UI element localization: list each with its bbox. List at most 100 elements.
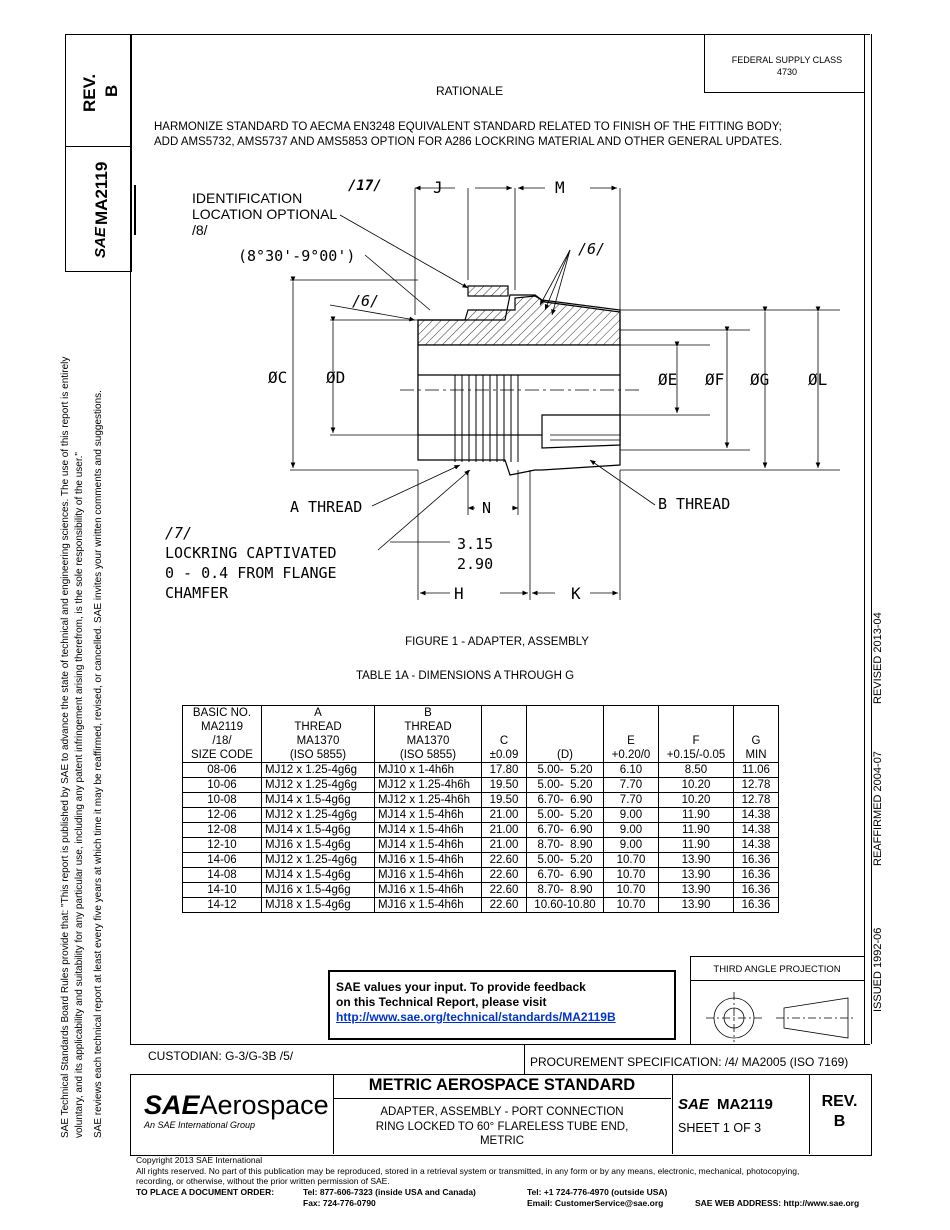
table-cell: 14-10 [182,882,262,898]
rationale-title: RATIONALE [436,84,504,98]
flange-dims: 3.15 2.90 [457,534,493,574]
feedback-box: SAE values your input. To provide feedba… [328,970,676,1040]
revised-date: REVISED 2013-04 [872,612,884,704]
table-cell: 10.20 [658,792,734,808]
dim-2-90: 2.90 [457,555,494,573]
dia-f: ØF [705,370,725,389]
side-mark-bar [134,185,136,235]
table-cell: 10.70 [603,852,659,868]
dim-3-15: 3.15 [457,535,494,553]
feedback-link[interactable]: http://www.sae.org/technical/standards/M… [336,1010,616,1024]
rights-line-1: All rights reserved. No part of this pub… [136,1165,800,1176]
dim-n: N [482,499,492,517]
title-rev: REV. B [809,1092,870,1132]
table-cell: MJ14 x 1.5-4h6h [374,807,482,823]
document-description: ADAPTER, ASSEMBLY - PORT CONNECTION RING… [333,1105,671,1149]
table-cell: 8.70- 8.90 [526,882,604,898]
table-cell: 9.00 [603,837,659,853]
description-line-3: METRIC [479,1135,525,1147]
title-block-center [333,1074,673,1154]
table-cell: MJ18 x 1.5-4g6g [261,897,375,913]
table-cell: 08-06 [182,762,262,778]
table-cell: 22.60 [481,882,527,898]
table-cell: MJ12 x 1.25-4h6h [374,777,482,793]
sheet-number: SHEET 1 OF 3 [678,1121,762,1135]
rights-line-2: recording, or otherwise, without the pri… [136,1176,390,1186]
projection-symbol [706,992,856,1042]
side-block-divider [65,146,130,147]
b-thread-label: B THREAD [658,495,731,513]
title-divider [333,1098,671,1099]
table-cell: 14-08 [182,867,262,883]
col-f: F+0.15/-0.05 [658,705,734,763]
review-notice: SAE reviews each technical report at lea… [93,390,104,1138]
table-cell: 5.00- 5.20 [526,852,604,868]
table-cell: 10.70 [603,867,659,883]
procurement-spec: PROCUREMENT SPECIFICATION: /4/ MA2005 (I… [530,1055,849,1069]
logo-aerospace: Aerospace [199,1090,329,1120]
title-sae-mark: SAE [678,1096,709,1113]
dia-c: ØC [268,368,288,387]
table-cell: 9.00 [603,822,659,838]
table-cell: 10.20 [658,777,734,793]
standard-title: METRIC AEROSPACE STANDARD [368,1076,636,1094]
table-cell: 12-10 [182,837,262,853]
table-cell: MJ12 x 1.25-4g6g [261,777,375,793]
table-cell: 14-06 [182,852,262,868]
custodian-top-border [130,1044,870,1045]
supply-class: FEDERAL SUPPLY CLASS 4730 [704,54,870,78]
table-cell: 8.50 [658,762,734,778]
lockring-line-2: 0 - 0.4 FROM FLANGE [165,564,337,582]
side-sae-logo: SAE [92,227,109,258]
table-cell: 11.90 [658,807,734,823]
table-cell: 10-08 [182,792,262,808]
table-cell: MJ10 x 1-4h6h [374,762,482,778]
table-cell: 13.90 [658,852,734,868]
dia-l: ØL [808,370,828,389]
title-doc-number: MA2119 [717,1096,773,1113]
table-cell: MJ16 x 1.5-4g6g [261,837,375,853]
copyright: Copyright 2013 SAE International [136,1155,263,1165]
table-cell: MJ12 x 1.25-4g6g [261,852,375,868]
supply-class-value: 4730 [776,67,798,77]
table-cell: MJ12 x 1.25-4g6g [261,807,375,823]
note-6-right: /6/ [578,240,606,258]
adapter-assembly-drawing [290,185,840,600]
table-cell: 12-06 [182,807,262,823]
table-cell: 21.00 [481,837,527,853]
table-cell: 22.60 [481,867,527,883]
table-cell: 10.70 [603,882,659,898]
table-cell: 19.50 [481,777,527,793]
feedback-line-2: on this Technical Report, please visit [336,995,547,1009]
disclaimer-line-2: voluntary, and its applicability and sui… [74,452,85,1138]
table-cell: 11.90 [658,837,734,853]
note-6-left: /6/ [352,292,380,310]
table-cell: 16.36 [733,897,779,913]
table-cell: MJ14 x 1.5-4h6h [374,837,482,853]
title-block-rev-divider [809,1074,810,1154]
table-cell: 19.50 [481,792,527,808]
col-basic-no: BASIC NO.MA2119/18/SIZE CODE [182,705,262,763]
identification-line-1: IDENTIFICATION [192,190,303,206]
description-line-2: RING LOCKED TO 60° FLARELESS TUBE END, [375,1120,629,1133]
feedback-line-1: SAE values your input. To provide feedba… [336,980,586,994]
dim-m: M [555,178,565,197]
table-cell: 22.60 [481,897,527,913]
footer: Copyright 2013 SAE International All rig… [136,1155,799,1187]
dia-g: ØG [750,370,770,389]
table-cell: 8.70- 8.90 [526,837,604,853]
identification-note: IDENTIFICATION LOCATION OPTIONAL /8/ [192,190,337,238]
table-cell: 6.70- 6.90 [526,822,604,838]
web-address: SAE WEB ADDRESS: http://www.sae.org [695,1198,860,1208]
side-block [65,34,132,272]
table-cell: 6.10 [603,762,659,778]
table-cell: 14.38 [733,807,779,823]
